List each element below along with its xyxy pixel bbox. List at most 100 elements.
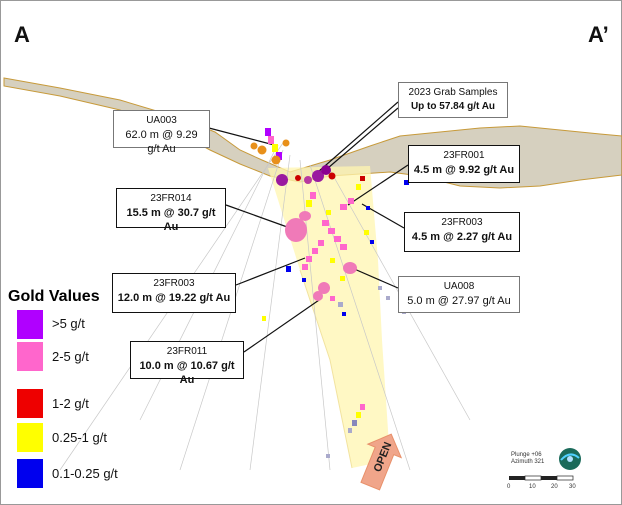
leader-fr011 [243, 297, 323, 353]
legend-swatch-gt5 [17, 310, 43, 339]
callout-grab-samples: 2023 Grab Samples Up to 57.84 g/t Au [398, 82, 508, 118]
intercept-bead [343, 262, 357, 274]
leader-ua008 [351, 267, 399, 289]
intercept-bead [340, 276, 345, 281]
intercept-bead [340, 204, 347, 210]
grab-sample [321, 165, 331, 175]
assay-intercepts [250, 128, 409, 458]
globe-center [567, 456, 573, 462]
intercept-bead [318, 282, 330, 294]
callout-intercept: 4.5 m @ 9.92 g/t Au [413, 164, 515, 176]
intercept-bead [364, 230, 369, 235]
open-arrow: OPEN [360, 433, 403, 491]
intercept-bead [262, 316, 266, 321]
intercept-bead [326, 210, 331, 215]
intercept-bead [299, 211, 311, 221]
intercept-bead [340, 244, 347, 250]
intercept-bead [322, 220, 329, 226]
leader-ua003 [208, 127, 279, 147]
callout-hole-id: UA008 [443, 281, 475, 292]
intercept-bead [302, 278, 306, 282]
intercept-bead [370, 240, 374, 244]
callout-hole-id: 23FR011 [166, 346, 208, 357]
callout-23fr014: 23FR014 15.5 m @ 30.7 g/t Au [116, 188, 226, 233]
globe-axis [560, 453, 580, 461]
intercept-bead [285, 218, 307, 242]
intercept-bead [318, 240, 324, 246]
intercept-bead [386, 296, 390, 300]
callout-ua008: UA008 5.0 m @ 27.97 g/t Au [398, 276, 520, 313]
intercept-bead [265, 128, 271, 136]
open-arrow-shape [360, 433, 403, 491]
intercept-bead [286, 266, 291, 272]
leader-fr001 [347, 164, 409, 206]
intercept-bead [272, 144, 278, 152]
legend-label-gt5: >5 g/t [52, 316, 85, 331]
intercept-bead [268, 136, 274, 144]
azimuth-text: Azimuth 321 [511, 459, 545, 465]
drill-trace [309, 164, 411, 471]
grab-sample [328, 172, 336, 180]
intercept-bead [348, 198, 354, 204]
intercept-bead [334, 236, 341, 242]
intercept-bead [302, 264, 308, 270]
legend-swatch-01-025 [17, 459, 43, 488]
legend-label-1-2: 1-2 g/t [52, 396, 89, 411]
intercept-bead [342, 312, 346, 316]
callout-intercept: 12.0 m @ 19.22 g/t Au [117, 292, 231, 304]
grab-sample [312, 170, 324, 182]
legend-swatch-025-1 [17, 423, 43, 452]
callout-hole-id: 23FR003 [441, 217, 483, 228]
callout-23fr003-lower: 23FR003 12.0 m @ 19.22 g/t Au [112, 273, 236, 313]
callout-hole-id: 23FR003 [153, 278, 195, 289]
zone-edge-left [299, 269, 353, 469]
intercept-bead [348, 428, 352, 433]
callout-hole-id: 2023 Grab Samples [408, 87, 498, 98]
legend-swatch-2-5 [17, 342, 43, 371]
callout-ua003: UA003 62.0 m @ 9.29 g/t Au [113, 110, 210, 155]
grab-sample [250, 142, 258, 150]
orientation-globe-icon [559, 448, 581, 470]
scale-tick-10: 10 [529, 484, 536, 490]
scale-segment [541, 476, 557, 480]
grab-sample [304, 176, 312, 184]
grab-sample [295, 175, 301, 181]
scale-tick-30: 30 [569, 484, 576, 490]
legend-label-01-025: 0.1-0.25 g/t [52, 466, 118, 481]
legend-title: Gold Values [8, 288, 100, 305]
callout-intercept: 4.5 m @ 2.27 g/t Au [411, 231, 513, 243]
intercept-bead [338, 302, 343, 307]
intercept-bead [404, 180, 409, 185]
grab-sample [257, 145, 267, 155]
drill-trace [249, 154, 291, 471]
scale-tick-0: 0 [507, 484, 511, 490]
callout-intercept: 5.0 m @ 27.97 g/t Au [407, 295, 511, 307]
scale-segment [556, 475, 574, 481]
plunge-text: Plunge +06 [511, 452, 542, 458]
leader-fr003b [235, 257, 306, 286]
intercept-bead [356, 412, 361, 418]
grab-sample [271, 155, 281, 165]
legend-swatch-1-2 [17, 389, 43, 418]
intercept-bead [378, 286, 382, 290]
intercept-bead [310, 192, 316, 199]
legend-label-2-5: 2-5 g/t [52, 349, 89, 364]
callout-23fr011: 23FR011 10.0 m @ 10.67 g/t Au [130, 341, 244, 386]
intercept-bead [360, 176, 365, 181]
intercept-bead [306, 200, 312, 207]
grab-sample [276, 174, 288, 186]
leader-grab [317, 101, 399, 173]
intercept-bead [352, 420, 357, 426]
intercept-bead [366, 206, 370, 210]
callout-23fr003-upper: 23FR003 4.5 m @ 2.27 g/t Au [404, 212, 520, 252]
section-start-label: A [14, 22, 30, 47]
scale-tick-20: 20 [551, 484, 558, 490]
intercept-bead [330, 296, 335, 301]
callout-23fr001: 23FR001 4.5 m @ 9.92 g/t Au [408, 145, 520, 183]
callout-intercept: 15.5 m @ 30.7 g/t Au [126, 207, 216, 233]
scale-segment [524, 475, 542, 481]
legend-label-025-1: 0.25-1 g/t [52, 430, 107, 445]
scale-and-orientation: Plunge +06 Azimuth 321 0 10 20 30 [505, 446, 615, 496]
section-end-label: A’ [588, 22, 609, 47]
